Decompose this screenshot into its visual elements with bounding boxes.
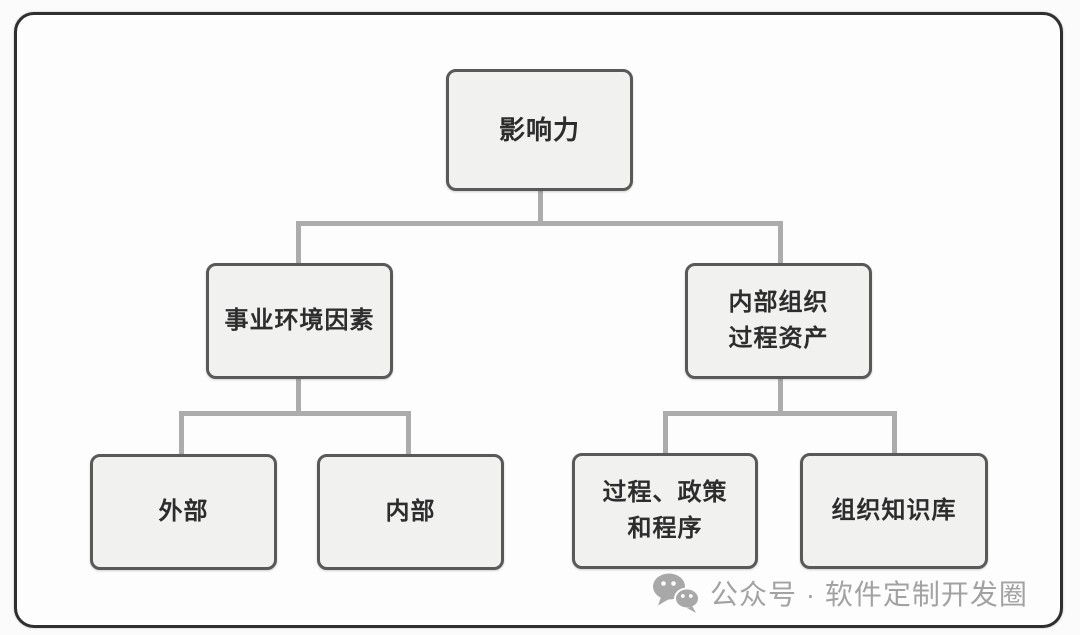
connector-eef-horizontal xyxy=(179,411,411,416)
node-influence: 影响力 xyxy=(446,69,633,191)
watermark-text: 公众号 · 软件定制开发圈 xyxy=(710,579,1028,610)
diagram-frame: 影响力 事业环境因素 内部组织 过程资产 外部 内部 过程、政策 和程序 组织知… xyxy=(14,12,1063,628)
connector-to-okb xyxy=(892,411,897,456)
connector-opa-horizontal xyxy=(663,411,897,416)
wechat-icon xyxy=(652,572,700,614)
connector-to-ppp xyxy=(663,411,668,456)
node-internal-organizational-process-assets: 内部组织 过程资产 xyxy=(685,263,872,379)
connector-root-trunk xyxy=(538,191,543,226)
node-organizational-knowledge-base: 组织知识库 xyxy=(800,453,988,569)
connector-to-internal xyxy=(406,411,411,456)
connector-eef-trunk xyxy=(296,377,301,416)
node-enterprise-environmental-factors: 事业环境因素 xyxy=(206,263,393,379)
connector-to-eef xyxy=(296,221,301,265)
connector-opa-trunk xyxy=(778,377,783,416)
connector-level1-horizontal xyxy=(296,221,783,226)
connector-to-opa xyxy=(778,221,783,265)
node-external: 外部 xyxy=(90,454,277,570)
connector-to-external xyxy=(179,411,184,456)
watermark: 公众号 · 软件定制开发圈 xyxy=(652,572,1028,614)
node-internal: 内部 xyxy=(317,454,504,570)
node-processes-policies-procedures: 过程、政策 和程序 xyxy=(572,453,758,569)
